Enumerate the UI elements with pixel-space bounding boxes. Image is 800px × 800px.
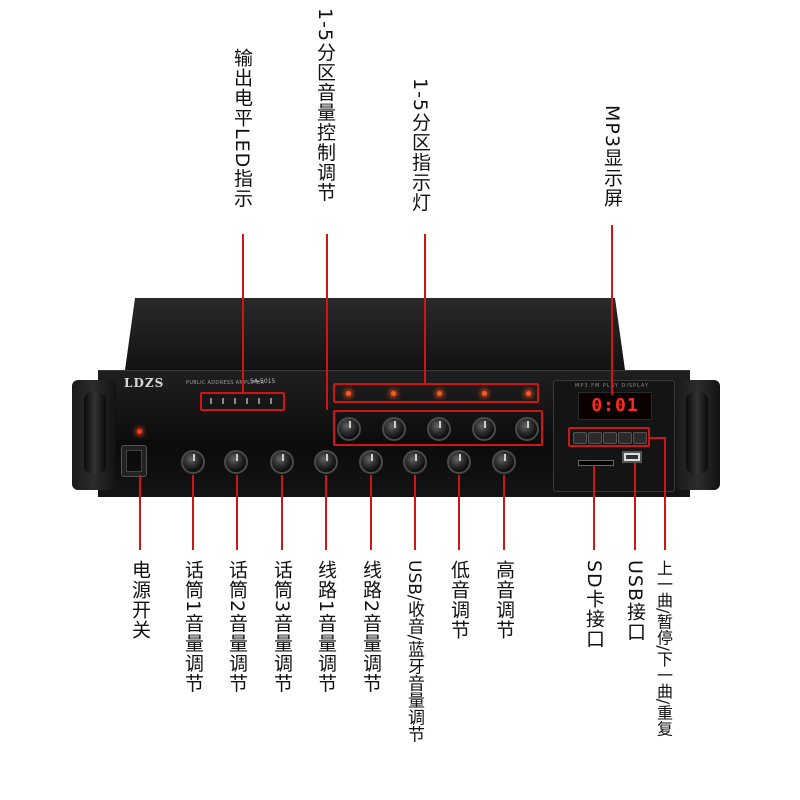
repeat-button[interactable]	[618, 432, 632, 444]
label-line2-volume: 线路2音量调节	[360, 560, 382, 694]
usb-volume-knob[interactable]	[403, 450, 427, 474]
callout-line-zone-volume	[326, 234, 328, 410]
label-line1-volume: 线路1音量调节	[315, 560, 337, 694]
label-mic1-volume: 话筒1音量调节	[182, 560, 204, 694]
label-usb-port: USB接口	[624, 560, 646, 643]
zone-led-2	[391, 391, 396, 396]
mic-2-volume-knob[interactable]	[224, 450, 248, 474]
label-mp3-display: MP3显示屏	[601, 105, 623, 208]
callout-line-mp3-display	[611, 225, 613, 395]
label-usb-volume: USB/收音/蓝牙音量调节	[404, 560, 424, 743]
callout-line-led-level	[242, 234, 244, 392]
mic-1-volume-knob[interactable]	[181, 450, 205, 474]
prev-track-button[interactable]	[573, 432, 587, 444]
callout-line-mic3	[281, 475, 283, 550]
level-led	[222, 398, 224, 404]
zone-led-1	[346, 391, 351, 396]
model-text: PUBLIC ADDRESS AMPLIFIER	[186, 380, 265, 386]
level-led	[210, 398, 212, 404]
usb-port[interactable]	[622, 451, 642, 463]
next-track-button[interactable]	[603, 432, 617, 444]
callout-line-power	[139, 475, 141, 550]
zone-led-5	[526, 391, 531, 396]
zone-5-volume-knob[interactable]	[515, 417, 539, 441]
zone-led-3	[437, 391, 442, 396]
callout-line-treble	[503, 475, 505, 550]
line-2-volume-knob[interactable]	[359, 450, 383, 474]
mic-3-volume-knob[interactable]	[270, 450, 294, 474]
callout-line-sd-card	[593, 465, 595, 550]
mp3-display-screen: 0:01	[578, 392, 652, 420]
label-zone-volume: 1-5分区音量控制调节	[314, 8, 336, 203]
power-rocker	[126, 450, 142, 472]
label-power-switch: 电源开关	[129, 560, 151, 640]
level-led	[270, 398, 272, 404]
callout-line-track-controls	[664, 437, 666, 550]
rack-ear-left	[72, 380, 116, 490]
callout-box-track-buttons	[568, 427, 650, 447]
handle-right	[686, 392, 708, 474]
label-sd-card: SD卡接口	[583, 560, 605, 649]
model-number: SA-5015	[250, 378, 276, 385]
treble-knob[interactable]	[492, 450, 516, 474]
zone-2-volume-knob[interactable]	[382, 417, 406, 441]
level-led	[246, 398, 248, 404]
power-switch[interactable]	[121, 445, 147, 477]
callout-line-zone-lights	[424, 234, 426, 383]
callout-line-line1	[325, 475, 327, 550]
bass-knob[interactable]	[447, 450, 471, 474]
zone-3-volume-knob[interactable]	[427, 417, 451, 441]
level-led	[234, 398, 236, 404]
callout-box-zone-knobs	[333, 410, 543, 446]
callout-line-bass	[458, 475, 460, 550]
callout-line-mic2	[236, 475, 238, 550]
callout-box-zone-lights	[333, 383, 539, 403]
amplifier-top-cover	[125, 298, 625, 370]
sd-card-slot[interactable]	[578, 460, 614, 466]
callout-line-track-controls-h	[650, 437, 666, 439]
zone-4-volume-knob[interactable]	[472, 417, 496, 441]
label-treble: 高音调节	[493, 560, 515, 640]
brand-logo: LDZS	[124, 376, 165, 390]
zone-1-volume-knob[interactable]	[337, 417, 361, 441]
callout-box-led-level	[200, 392, 285, 411]
callout-line-mic1	[192, 475, 194, 550]
label-mic2-volume: 话筒2音量调节	[226, 560, 248, 694]
label-track-controls: 上一曲/暂停/下一曲/重复	[654, 560, 673, 737]
play-pause-button[interactable]	[588, 432, 602, 444]
callout-line-usb-port	[634, 463, 636, 550]
callout-line-line2	[370, 475, 372, 550]
label-zone-lights: 1-5分区指示灯	[409, 78, 431, 213]
label-led-level: 输出电平LED指示	[231, 48, 253, 209]
power-indicator-led	[137, 429, 142, 434]
handle-left	[84, 392, 106, 474]
label-bass: 低音调节	[448, 560, 470, 640]
line-1-volume-knob[interactable]	[314, 450, 338, 474]
label-mic3-volume: 话筒3音量调节	[271, 560, 293, 694]
mode-button[interactable]	[633, 432, 647, 444]
level-led	[258, 398, 260, 404]
callout-line-usb-volume	[414, 475, 416, 550]
zone-led-4	[482, 391, 487, 396]
rack-ear-right	[676, 380, 720, 490]
